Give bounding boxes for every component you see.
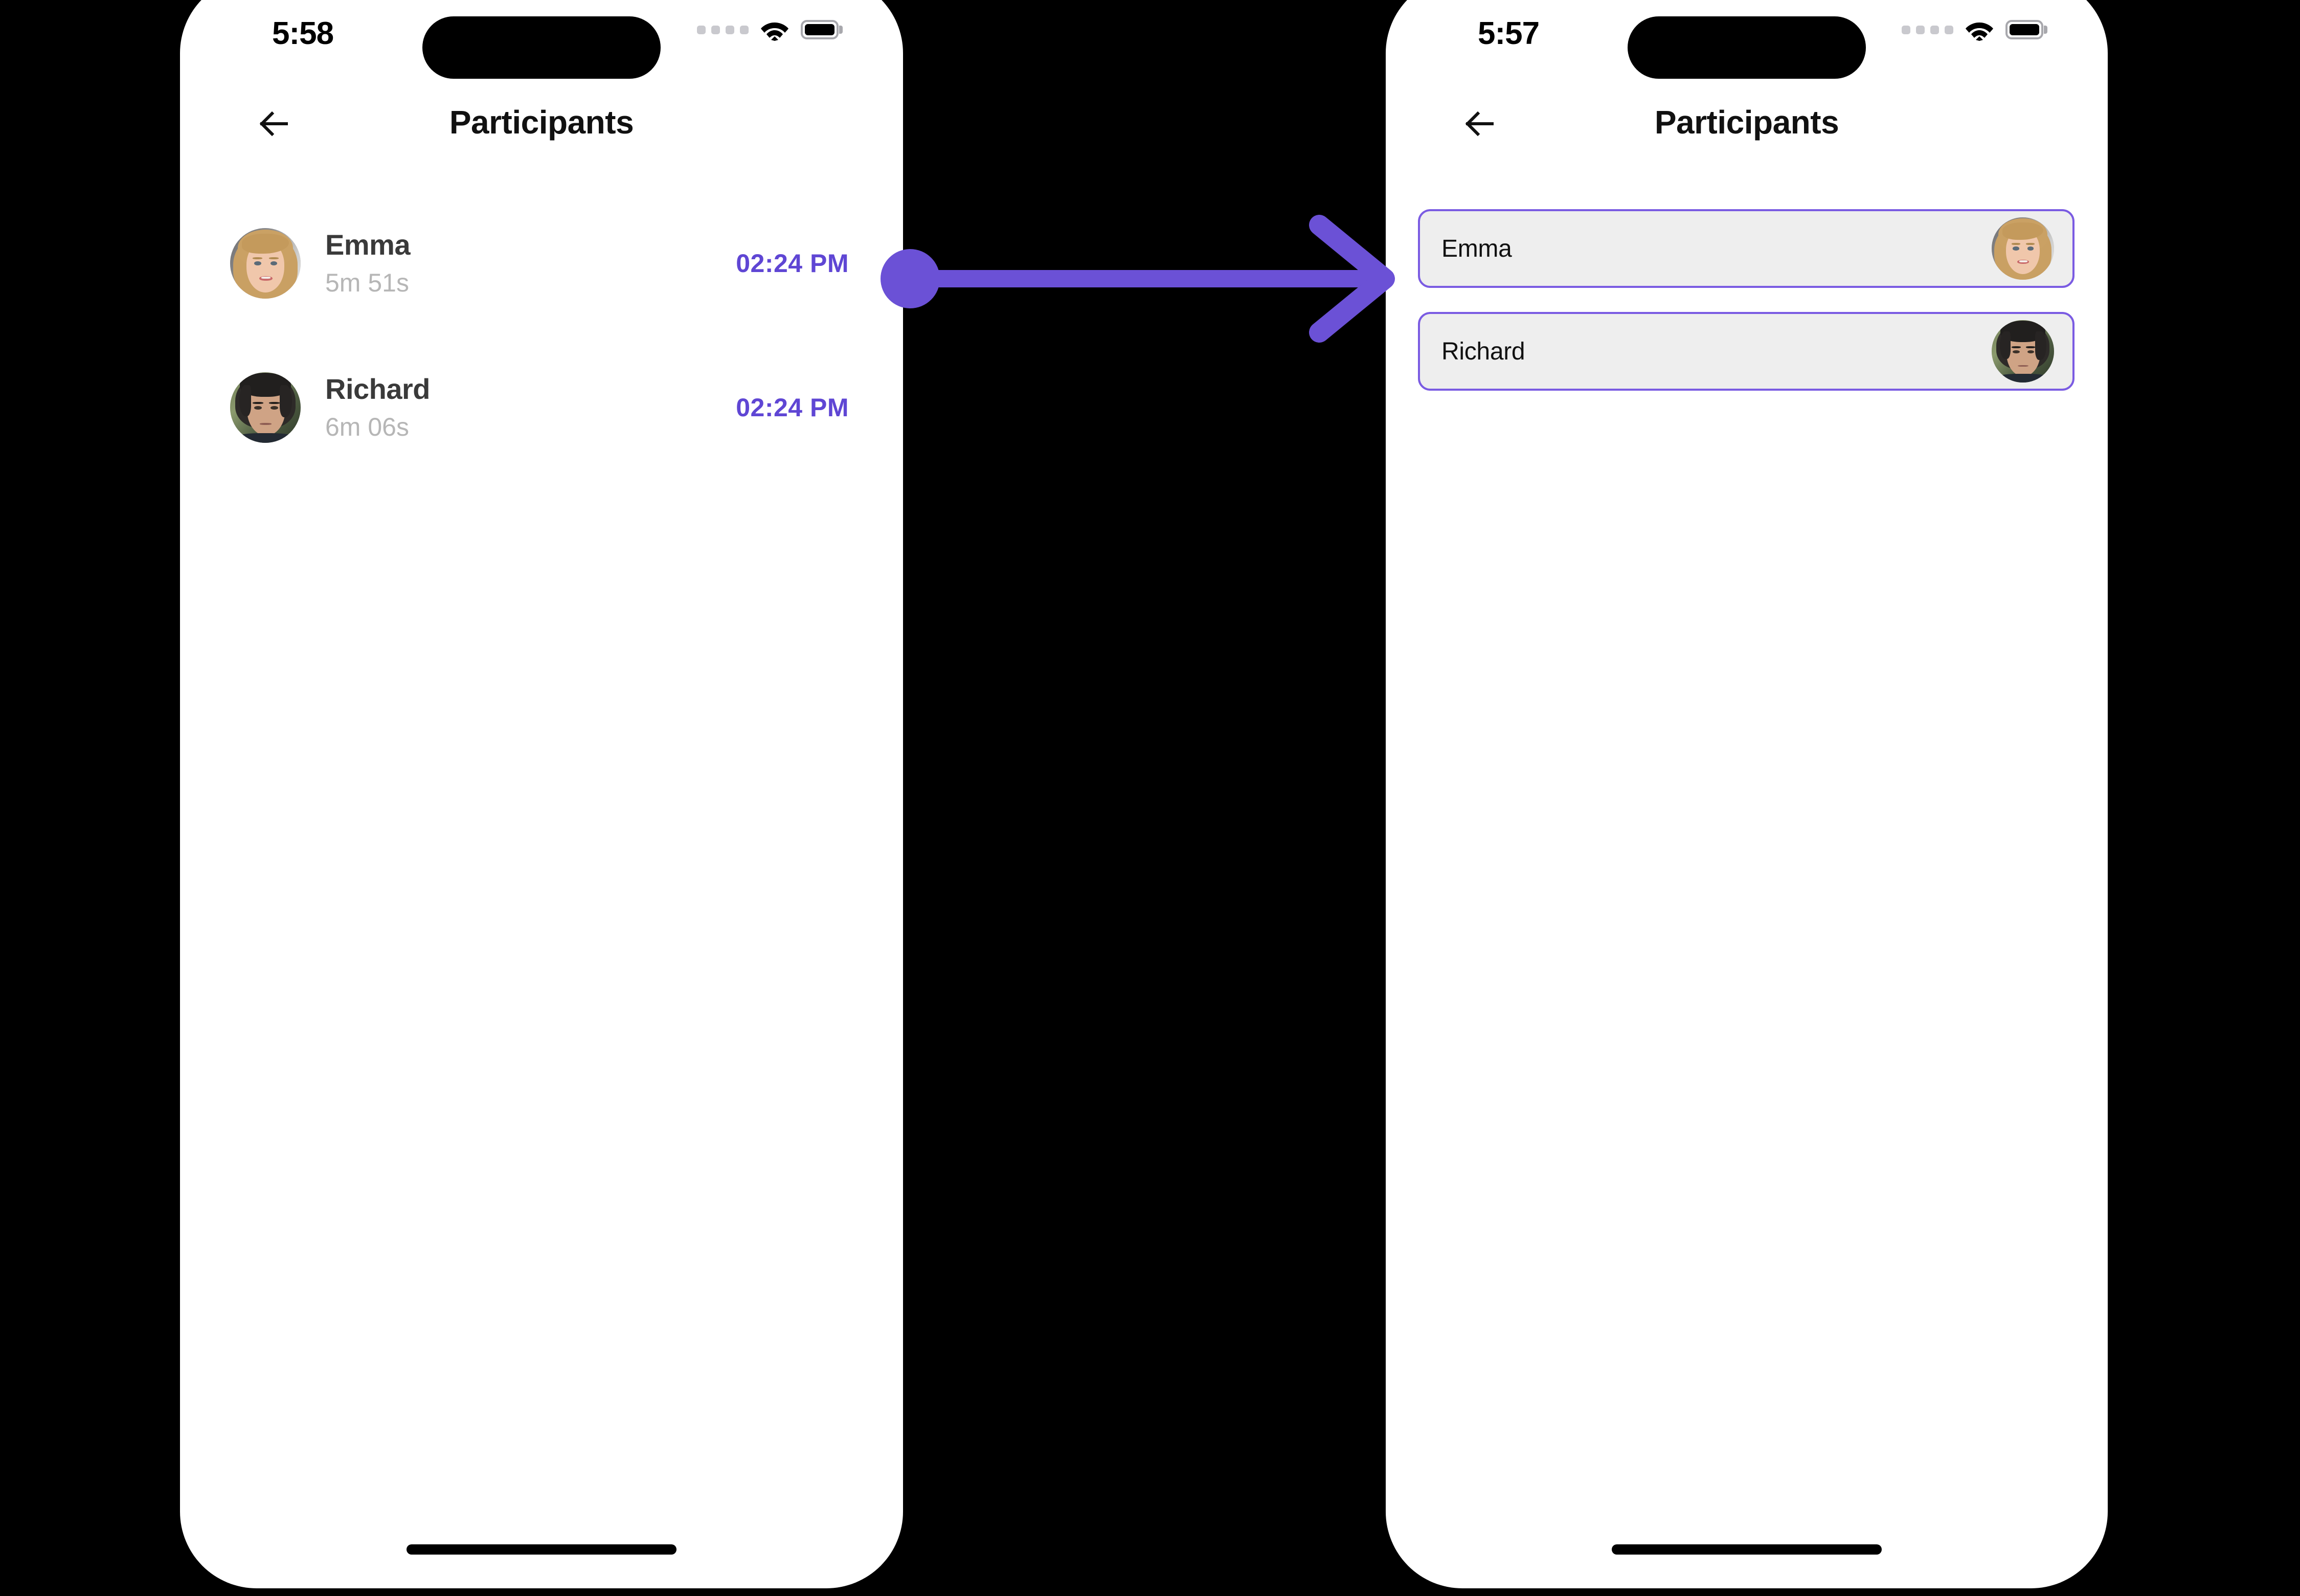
home-indicator[interactable]: [407, 1544, 677, 1555]
participant-card-list: Emma Richard: [1386, 209, 2108, 415]
screen-left: 5:58 Parti: [180, 0, 903, 1588]
participant-card[interactable]: Richard: [1418, 312, 2074, 391]
participant-card[interactable]: Emma: [1418, 209, 2074, 288]
battery-icon: [801, 20, 839, 39]
phone-right: 5:57 Parti: [1386, 0, 2108, 1588]
back-arrow-icon: [1465, 111, 1494, 137]
participant-meta: Emma 5m 51s: [325, 229, 736, 298]
status-time: 5:57: [1478, 16, 1540, 51]
emma-avatar: [230, 228, 301, 299]
participant-row[interactable]: Emma 5m 51s 02:24 PM: [180, 191, 903, 335]
back-button[interactable]: [250, 100, 297, 147]
status-icons: [1902, 18, 2043, 41]
cellular-dots-icon: [697, 25, 749, 34]
participant-name: Richard: [325, 373, 431, 406]
participant-name: Richard: [1441, 338, 1525, 365]
page-title: Participants: [1654, 104, 1839, 141]
battery-icon: [2005, 20, 2043, 39]
nav-bar-right: Participants: [1386, 93, 2108, 152]
dynamic-island: [1628, 16, 1866, 79]
status-time: 5:58: [272, 16, 334, 51]
back-button[interactable]: [1455, 100, 1502, 147]
participant-time: 02:24 PM: [736, 249, 849, 278]
richard-avatar: [230, 372, 301, 443]
participant-duration: 6m 06s: [325, 413, 409, 442]
participant-row[interactable]: Richard 6m 06s 02:24 PM: [180, 335, 903, 480]
status-icons: [697, 18, 839, 41]
home-indicator[interactable]: [1612, 1544, 1882, 1555]
cellular-dots-icon: [1902, 25, 1953, 34]
participant-duration: 5m 51s: [325, 268, 409, 298]
participant-name: Emma: [325, 229, 411, 261]
participant-name: Emma: [1441, 235, 1512, 262]
participant-time: 02:24 PM: [736, 393, 849, 422]
status-bar-left: 5:58: [180, 0, 903, 79]
richard-avatar: [1992, 320, 2054, 383]
wifi-icon: [761, 23, 788, 41]
flow-arrow-icon: [881, 215, 1395, 343]
nav-bar-left: Participants: [180, 93, 903, 152]
participant-meta: Richard 6m 06s: [325, 373, 736, 442]
dynamic-island: [422, 16, 661, 79]
phone-left: 5:58 Parti: [180, 0, 903, 1588]
page-title: Participants: [449, 104, 634, 141]
emma-avatar: [1992, 217, 2054, 280]
status-bar-right: 5:57: [1386, 0, 2108, 79]
wifi-icon: [1966, 23, 1993, 41]
participant-list: Emma 5m 51s 02:24 PM: [180, 191, 903, 480]
back-arrow-icon: [259, 111, 288, 137]
screen-right: 5:57 Parti: [1386, 0, 2108, 1588]
